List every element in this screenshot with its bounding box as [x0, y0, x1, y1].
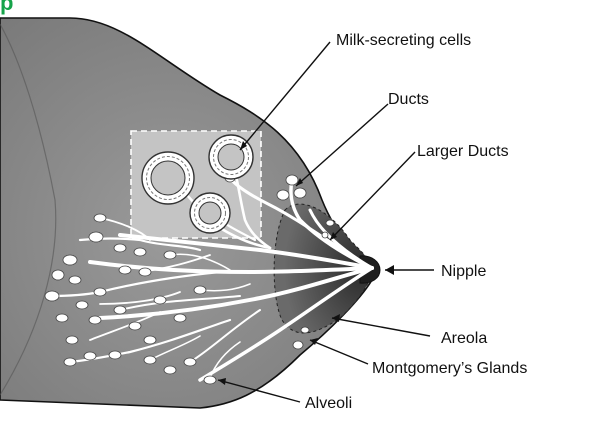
label-milk-secreting-cells: Milk-secreting cells — [336, 32, 471, 49]
label-areola: Areola — [441, 330, 487, 347]
label-ducts: Ducts — [388, 91, 429, 108]
label-larger-ducts: Larger Ducts — [417, 143, 509, 160]
label-nipple: Nipple — [441, 263, 486, 280]
label-montgomerys-glands: Montgomery’s Glands — [372, 360, 527, 377]
label-alveoli: Alveoli — [305, 395, 352, 412]
